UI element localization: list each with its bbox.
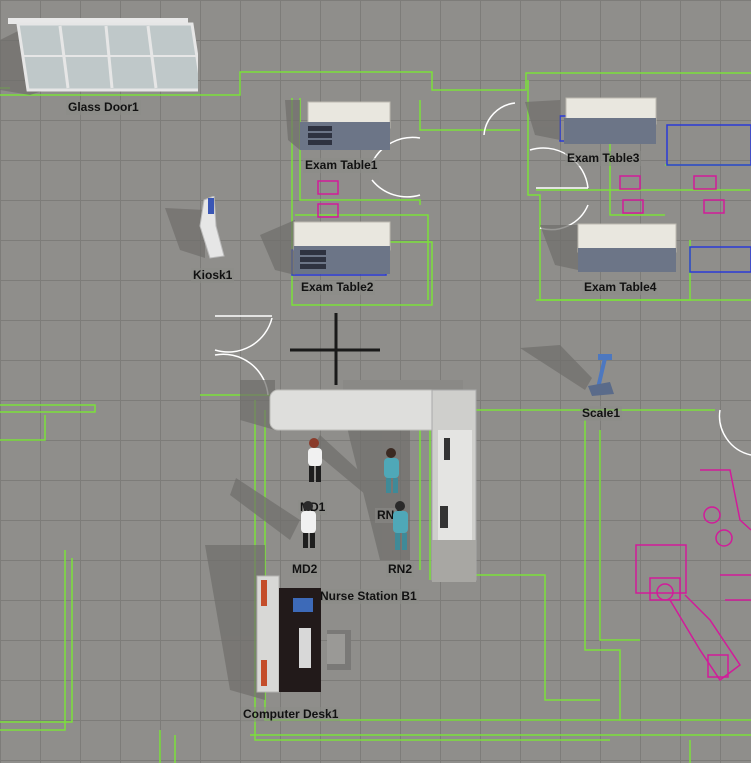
glass-door[interactable] bbox=[8, 18, 198, 94]
rn2-figure[interactable] bbox=[388, 500, 414, 554]
computer-desk-label: Computer Desk1 bbox=[241, 707, 341, 722]
md2-figure[interactable] bbox=[296, 500, 322, 552]
exam-table-3[interactable] bbox=[562, 96, 658, 146]
nurse-station-label: Nurse Station B1 bbox=[318, 589, 419, 604]
scale-label: Scale1 bbox=[580, 406, 623, 421]
exam-table-1[interactable] bbox=[298, 100, 394, 152]
exam-table-2[interactable] bbox=[292, 220, 392, 275]
nurse-station[interactable] bbox=[268, 380, 480, 584]
origin-crosshair bbox=[290, 313, 380, 385]
exam-table-4-label: Exam Table4 bbox=[582, 280, 659, 295]
kiosk[interactable] bbox=[198, 196, 228, 262]
rn1-figure[interactable] bbox=[380, 446, 404, 496]
equipment-outlines bbox=[317, 175, 751, 682]
kiosk-label: Kiosk1 bbox=[191, 268, 235, 283]
exam-table-2-label: Exam Table2 bbox=[299, 280, 376, 295]
scale[interactable] bbox=[584, 352, 620, 398]
exam-table-1-label: Exam Table1 bbox=[303, 158, 380, 173]
computer-desk[interactable] bbox=[255, 574, 355, 696]
glass-door-label: Glass Door1 bbox=[66, 100, 141, 115]
md1-figure[interactable] bbox=[302, 436, 328, 486]
rn2-label: RN2 bbox=[386, 562, 415, 577]
exam-table-4[interactable] bbox=[576, 222, 680, 274]
exam-table-3-label: Exam Table3 bbox=[565, 151, 642, 166]
md2-label: MD2 bbox=[290, 562, 320, 577]
